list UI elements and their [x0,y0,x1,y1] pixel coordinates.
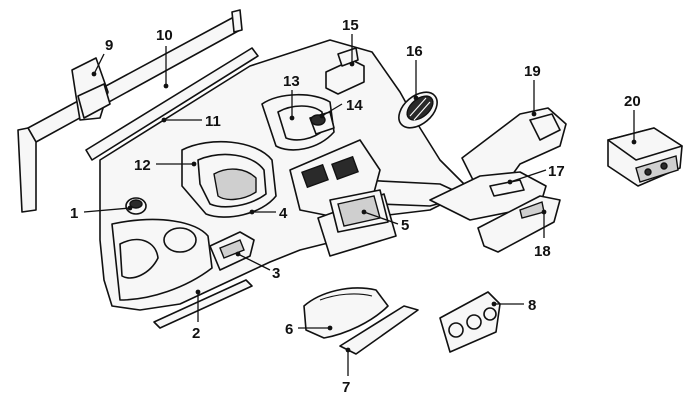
display-panel [329,189,389,233]
callout-9: 9 [105,37,113,54]
radio-unit [607,127,683,187]
callout-18: 18 [534,243,551,260]
callout-14: 14 [346,97,363,114]
callout-3: 3 [272,265,280,282]
heater-control-panel [439,291,501,353]
centre-top-cover [261,93,335,151]
callout-labels: 1 2 3 4 5 6 7 8 9 10 11 12 13 14 15 16 1… [70,17,641,396]
callout-15: 15 [342,17,359,34]
lower-switch-panel [209,231,255,271]
callout-1: 1 [70,205,78,222]
lower-panel [339,305,419,355]
callout-16: 16 [406,43,423,60]
callout-5: 5 [401,217,409,234]
callout-8: 8 [528,297,536,314]
corner-bracket [71,57,111,121]
callout-2: 2 [192,325,200,342]
callout-6: 6 [285,321,293,338]
leader-lines [83,34,637,376]
callout-7: 7 [342,379,350,396]
callout-17: 17 [548,163,565,180]
callout-11: 11 [205,113,221,130]
callout-13: 13 [283,73,300,90]
round-air-vent [398,91,438,129]
knee-bolster [303,287,389,339]
callout-19: 19 [524,63,541,80]
instrument-cluster-hood [181,140,277,218]
callout-4: 4 [279,205,288,222]
lower-trim-strip [153,279,253,329]
callout-10: 10 [156,27,173,44]
top-bracket [325,47,365,95]
callout-12: 12 [134,157,151,174]
callout-20: 20 [624,93,641,110]
